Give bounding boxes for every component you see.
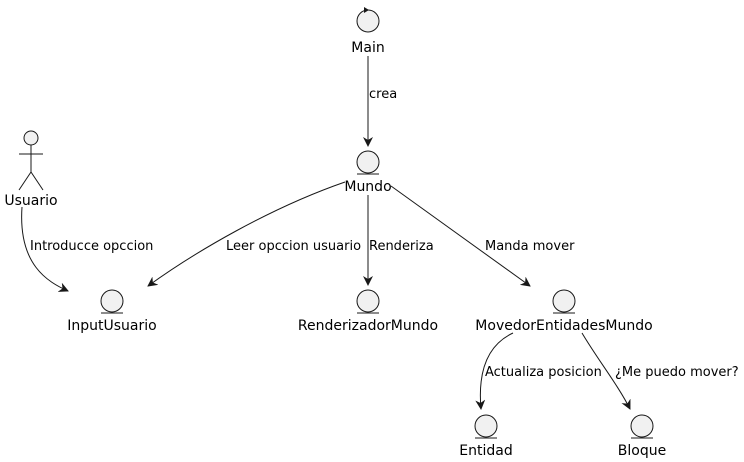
entity-icon bbox=[356, 289, 380, 313]
control-icon bbox=[356, 9, 380, 33]
edge-label: Actualiza posicion bbox=[485, 365, 602, 380]
node-movedor-entidades-mundo: MovedorEntidadesMundo bbox=[475, 289, 653, 334]
actor-icon bbox=[18, 130, 44, 191]
node-label: Entidad bbox=[459, 443, 512, 459]
node-label: Usuario bbox=[4, 193, 57, 209]
node-label: Main bbox=[351, 40, 384, 56]
node-label: RenderizadorMundo bbox=[298, 318, 438, 334]
node-label: InputUsuario bbox=[67, 318, 156, 334]
edge-line bbox=[475, 332, 514, 410]
entity-icon bbox=[630, 414, 654, 438]
edge-line bbox=[21, 206, 69, 292]
edge-line bbox=[390, 185, 531, 287]
edge-movedor-bloque: ¿Me puedo mover? bbox=[581, 332, 739, 410]
node-label: MovedorEntidadesMundo bbox=[475, 318, 652, 334]
edge-movedor-entidad: Actualiza posicion bbox=[475, 332, 602, 410]
node-mundo: Mundo bbox=[344, 150, 392, 195]
edge-label: crea bbox=[369, 87, 397, 102]
edge-mundo-movedor: Manda mover bbox=[390, 185, 575, 287]
node-usuario: Usuario bbox=[4, 130, 58, 209]
entity-icon bbox=[552, 289, 576, 313]
node-renderizador-mundo: RenderizadorMundo bbox=[298, 289, 438, 334]
node-input-usuario: InputUsuario bbox=[67, 289, 157, 334]
edge-line bbox=[581, 332, 631, 410]
edge-label: Manda mover bbox=[485, 239, 575, 254]
entity-icon bbox=[356, 150, 380, 174]
control-arrow-icon bbox=[364, 7, 369, 13]
node-bloque: Bloque bbox=[618, 414, 666, 459]
edge-line bbox=[147, 181, 346, 287]
entity-icon bbox=[100, 289, 124, 313]
edge-label: ¿Me puedo mover? bbox=[615, 365, 739, 380]
edge-label: Renderiza bbox=[369, 239, 434, 254]
node-label: Mundo bbox=[344, 179, 391, 195]
node-label: Bloque bbox=[618, 443, 666, 459]
edge-mundo-renderizador: Renderiza bbox=[363, 195, 434, 286]
edge-mundo-input-usuario: Leer opccion usuario bbox=[147, 181, 361, 287]
edge-label: Leer opccion usuario bbox=[226, 239, 361, 254]
edge-label: Introducce opccion bbox=[30, 239, 153, 254]
entity-icon bbox=[474, 414, 498, 438]
edge-main-mundo: crea bbox=[363, 56, 397, 147]
node-main: Main bbox=[351, 7, 385, 56]
edge-usuario-input-usuario: Introducce opccion bbox=[21, 206, 153, 292]
node-entidad: Entidad bbox=[459, 414, 513, 459]
